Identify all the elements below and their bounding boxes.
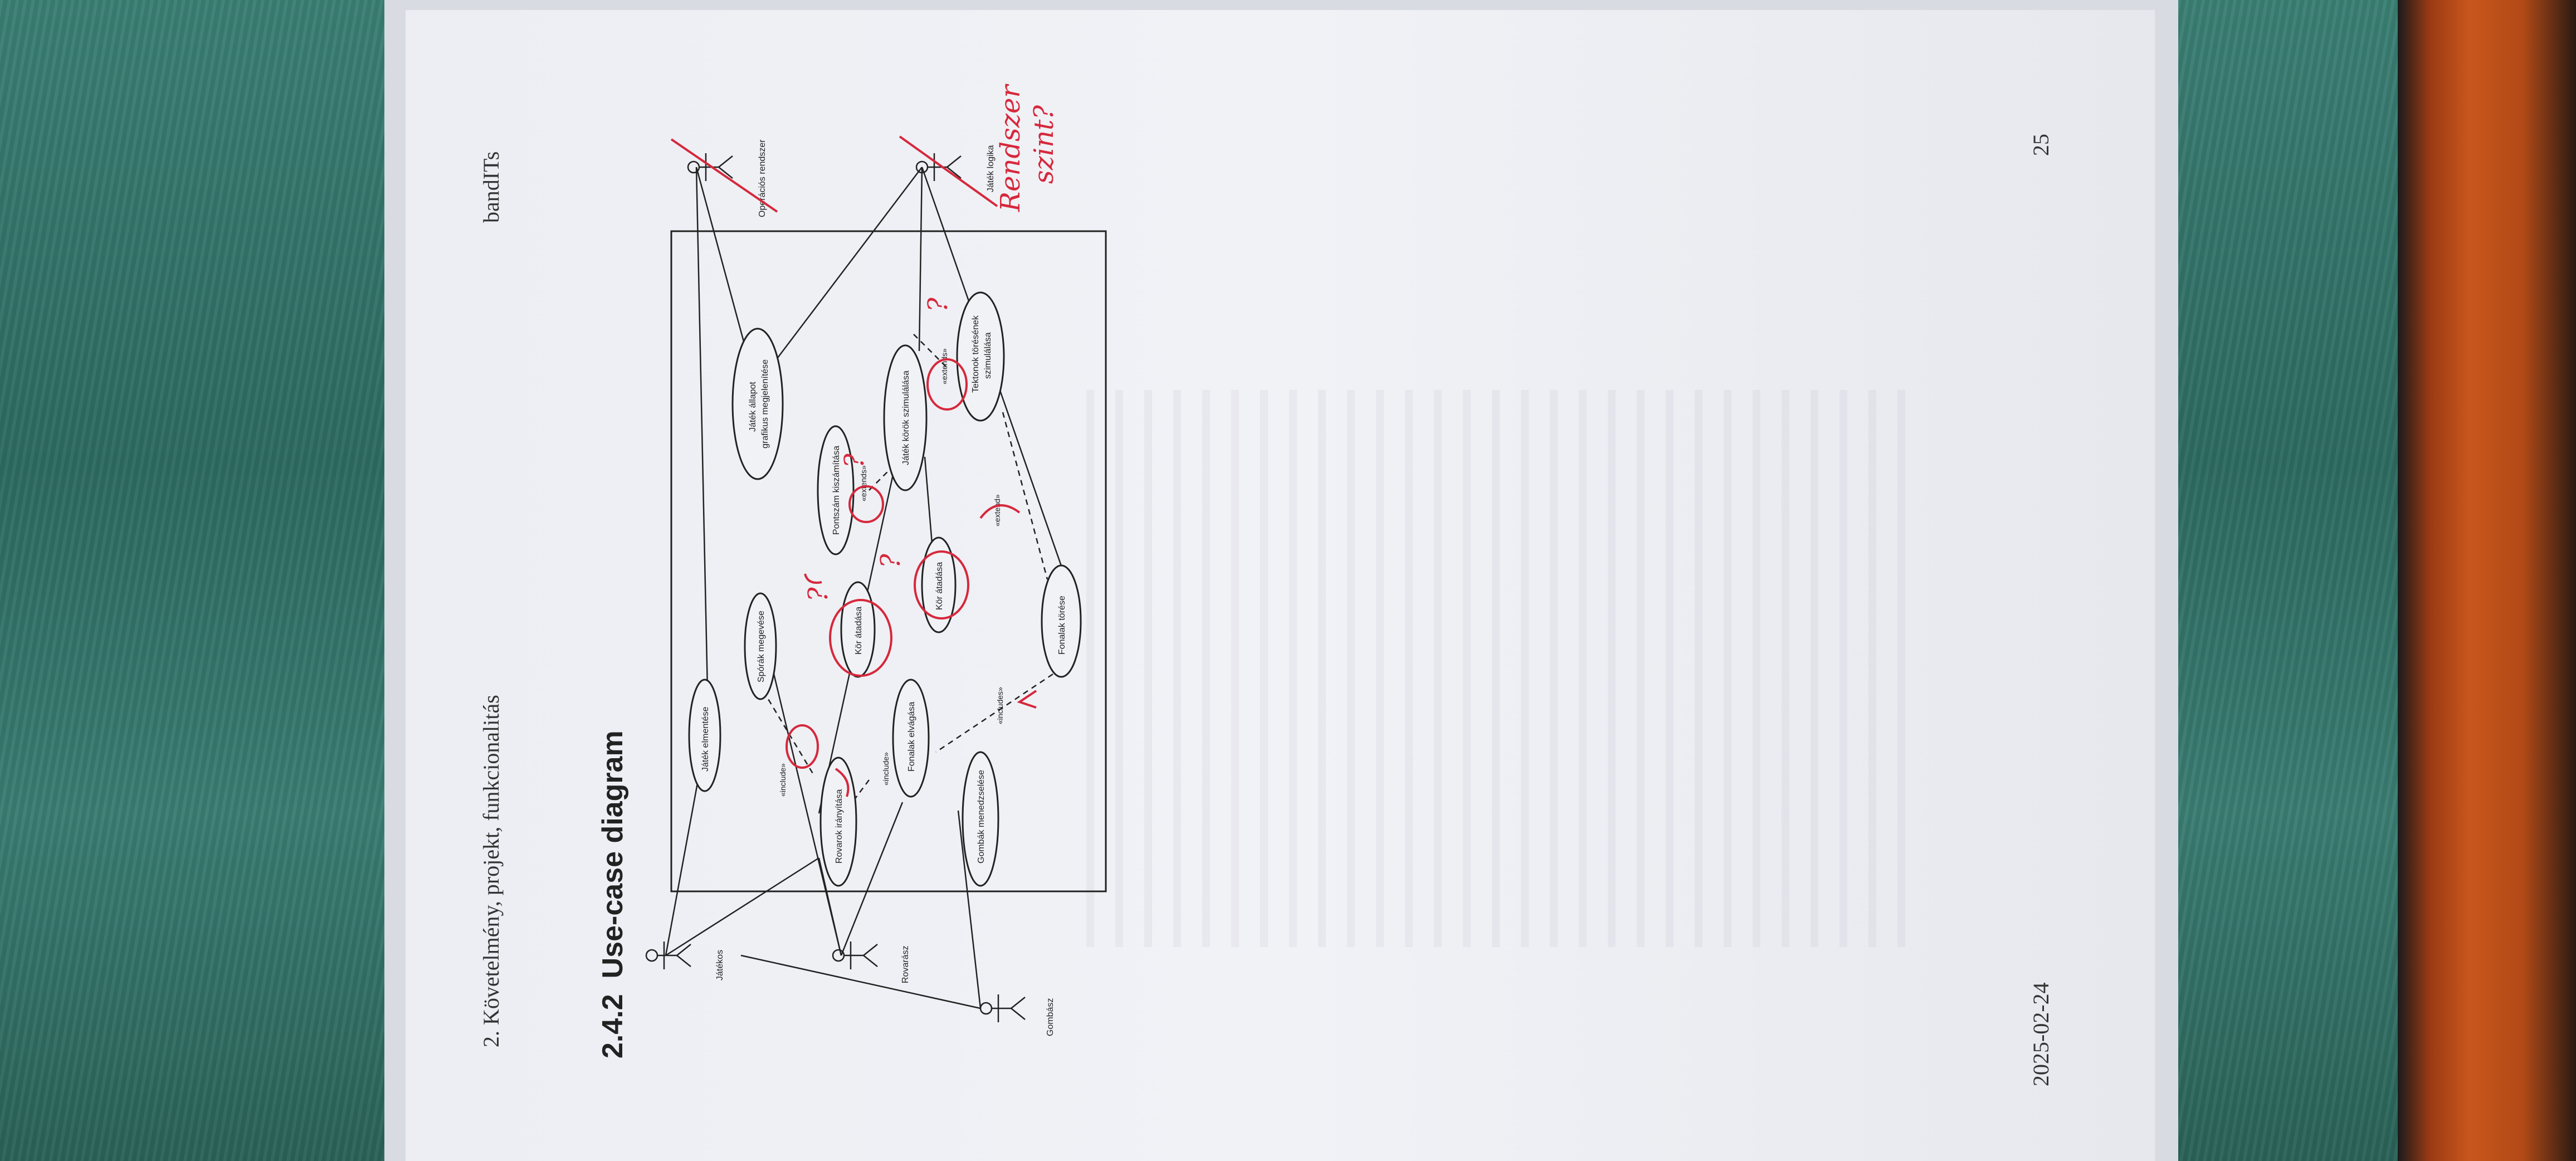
usecase-fonalak-elvagasa [892, 679, 930, 798]
usecase-gombak-menedzselese [962, 751, 999, 887]
label-pontszam-kiszamitasa: Pontszám kiszámítása [832, 446, 841, 535]
label-actor-rovarasz: Rovarász [901, 945, 910, 983]
annotation-note-line2: szint? [1028, 105, 1060, 184]
usecase-jatek-allapot [731, 328, 784, 480]
actor-gombasz [979, 994, 1026, 1022]
actor-jatekos [645, 942, 691, 969]
stereotype-extends-2: «extends» [940, 348, 949, 384]
label-tektonok-line1: Tektonok törésének [971, 315, 980, 393]
label-sporak-megevese: Spórák megevése [757, 611, 766, 682]
annotation-note-line1: Rendszer [995, 83, 1026, 212]
usecase-kor-atadasa-1 [840, 581, 876, 678]
label-tektonok-line2: szimulálása [983, 332, 993, 379]
show-through-text [1086, 390, 1922, 947]
label-fonalak-torese: Fonalak törése [1057, 596, 1067, 655]
stereotype-includes: «includes» [996, 687, 1004, 724]
label-jatek-elmentese: Játék elmentése [701, 706, 710, 772]
usecase-sporak-megevese [744, 592, 777, 700]
actor-operacios-rendszer [687, 153, 733, 181]
table-edge [2398, 0, 2576, 1161]
label-kor-atadasa-2: Kör átadása [935, 562, 944, 610]
usecase-tektonok-toresenek-szimulalasa [956, 291, 1005, 422]
label-fonalak-elvagasa: Fonalak elvágása [907, 701, 916, 772]
label-actor-jatekos: Játékos [715, 950, 725, 980]
usecase-jatek-elmentese [688, 679, 721, 792]
handwritten-annotations [670, 135, 1037, 797]
actor-rovarasz [832, 942, 878, 969]
usecase-jatek-korok-szimulalasa [883, 344, 928, 491]
stereotype-include-2: «include» [881, 752, 890, 786]
usecase-fonalak-torese [1041, 564, 1082, 678]
system-boundary [670, 230, 1107, 892]
label-actor-jatek-logika: Játék logika [986, 145, 996, 192]
annotation-question-1: ? [803, 587, 834, 602]
label-jatek-korok-szimulalasa: Játék körök szimulálása [901, 370, 911, 465]
label-actor-operacios-rendszer: Operációs rendszer [758, 139, 767, 217]
label-jatek-allapot-line2: grafikus megjelenítése [760, 359, 770, 448]
annotation-question-4: ? [923, 297, 954, 312]
label-jatek-allapot-line1: Játék állapot [748, 382, 758, 432]
label-gombak-menedzselese: Gombák menedzselése [977, 770, 986, 864]
usecase-kor-atadasa-2 [921, 536, 957, 633]
stereotype-extends-1: «extends» [859, 465, 868, 501]
label-kor-atadasa-1: Kör átadása [854, 607, 863, 655]
actor-jatek-logika [915, 153, 962, 181]
annotation-question-2: ? [875, 554, 906, 568]
annotation-question-3: ? [839, 453, 870, 468]
label-rovarok-iranyitasa: Rovarok irányítása [835, 789, 844, 864]
stereotype-extend: «extend» [993, 494, 1002, 526]
stereotype-include-1: «include» [778, 763, 787, 797]
usecase-pontszam-kiszamitasa [817, 425, 855, 555]
label-actor-gombasz: Gombász [1046, 998, 1055, 1036]
